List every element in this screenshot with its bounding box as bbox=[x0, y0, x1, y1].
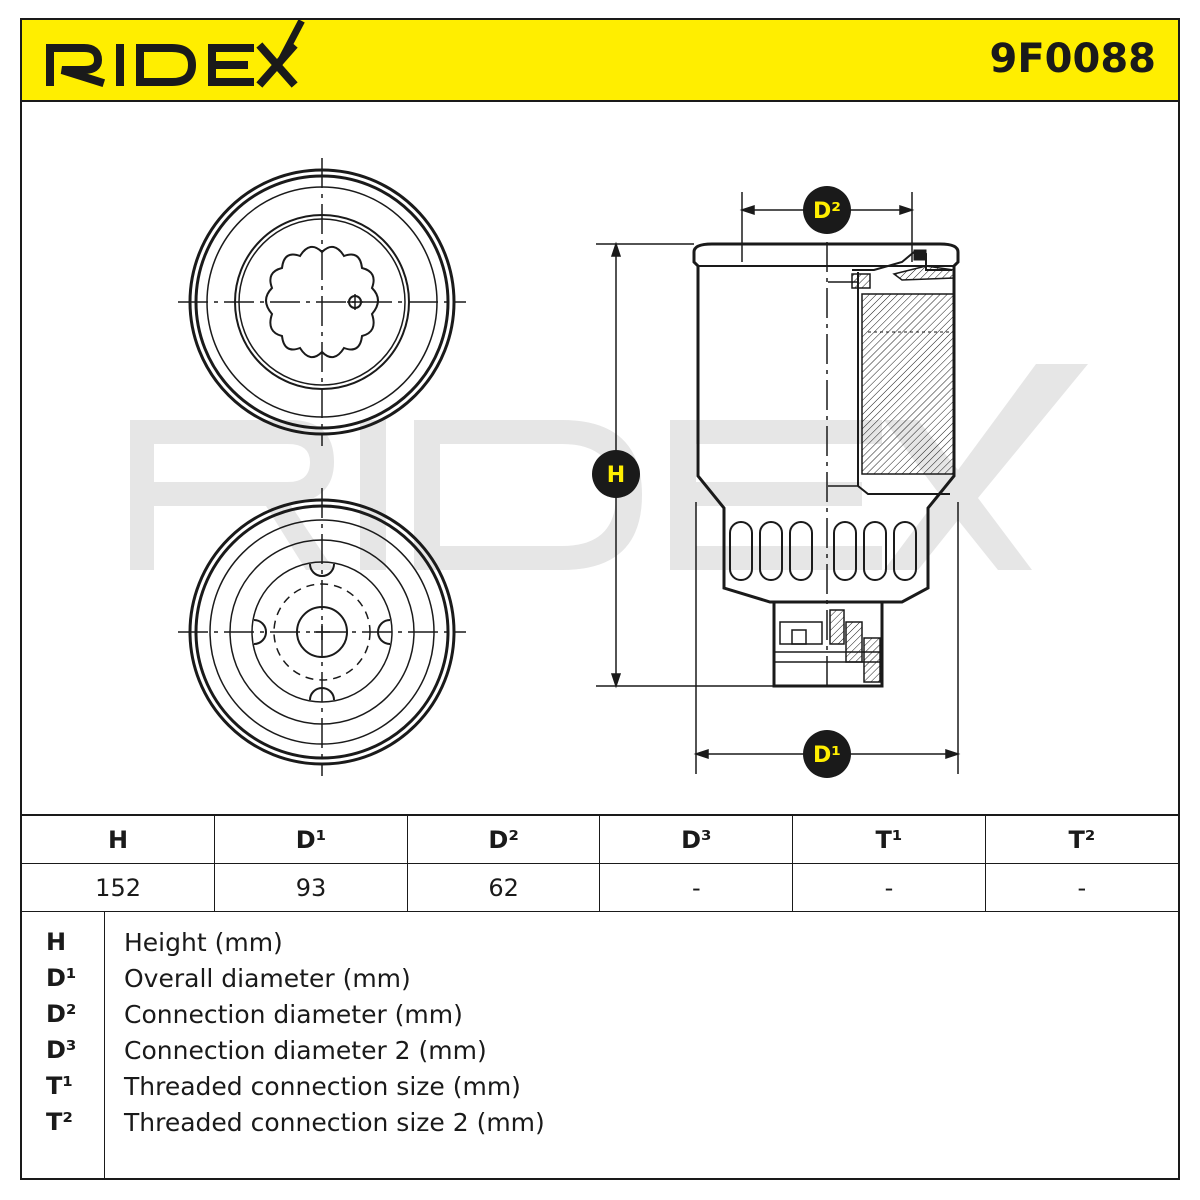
technical-drawing: D² H D¹ bbox=[130, 158, 1088, 778]
table-header: H bbox=[22, 814, 216, 864]
header-background bbox=[22, 20, 1178, 100]
legend-description: Connection diameter 2 (mm) bbox=[124, 1036, 487, 1065]
table-header: T² bbox=[984, 814, 1178, 864]
legend-item: H Height (mm) bbox=[22, 928, 1178, 964]
legend-key: D² bbox=[46, 1000, 77, 1028]
legend-key: D³ bbox=[46, 1036, 77, 1064]
legend-item: D¹ Overall diameter (mm) bbox=[22, 964, 1178, 1000]
legend-key: D¹ bbox=[46, 964, 77, 992]
ridex-logo bbox=[46, 20, 305, 88]
legend-description: Height (mm) bbox=[124, 928, 283, 957]
legend-item: D² Connection diameter (mm) bbox=[22, 1000, 1178, 1036]
part-number: 9F0088 bbox=[989, 36, 1156, 82]
table-header: D¹ bbox=[214, 814, 408, 864]
legend-description: Overall diameter (mm) bbox=[124, 964, 411, 993]
table-row: 152 93 62 - - - bbox=[22, 863, 1178, 912]
ribs bbox=[729, 521, 917, 581]
legend-description: Threaded connection size 2 (mm) bbox=[124, 1108, 545, 1137]
table-header: D² bbox=[406, 814, 601, 864]
legend: H Height (mm) D¹ Overall diameter (mm) D… bbox=[22, 912, 1178, 1178]
datasheet-frame: 9F0088 bbox=[20, 18, 1180, 1180]
legend-key: T¹ bbox=[46, 1072, 73, 1100]
table-cell: 152 bbox=[22, 863, 216, 912]
table-cell: 62 bbox=[406, 863, 601, 912]
bottom-view bbox=[178, 488, 466, 776]
side-section-view bbox=[692, 242, 960, 692]
legend-description: Connection diameter (mm) bbox=[124, 1000, 463, 1029]
table-header: D³ bbox=[599, 814, 794, 864]
legend-key: T² bbox=[46, 1108, 73, 1136]
legend-item: T¹ Threaded connection size (mm) bbox=[22, 1072, 1178, 1108]
legend-description: Threaded connection size (mm) bbox=[124, 1072, 521, 1101]
legend-item: D³ Connection diameter 2 (mm) bbox=[22, 1036, 1178, 1072]
label-d1: D¹ bbox=[813, 743, 841, 768]
table-cell: - bbox=[599, 863, 794, 912]
table-header-row: H D¹ D² D³ T¹ T² bbox=[22, 814, 1178, 864]
table-cell: - bbox=[984, 863, 1178, 912]
label-d2: D² bbox=[813, 199, 841, 224]
ridex-watermark bbox=[130, 364, 1088, 570]
legend-key: H bbox=[46, 928, 67, 956]
dimensions-table: H D¹ D² D³ T¹ T² 152 93 62 - - - bbox=[22, 814, 1178, 912]
top-view bbox=[178, 158, 466, 446]
legend-divider bbox=[104, 912, 105, 1178]
header-bar: 9F0088 bbox=[22, 20, 1178, 102]
table-cell: - bbox=[792, 863, 986, 912]
legend-item: T² Threaded connection size 2 (mm) bbox=[22, 1108, 1178, 1144]
label-h: H bbox=[607, 463, 625, 488]
dimension-badges: D² H D¹ bbox=[592, 186, 851, 778]
table-header: T¹ bbox=[792, 814, 986, 864]
table-cell: 93 bbox=[214, 863, 408, 912]
